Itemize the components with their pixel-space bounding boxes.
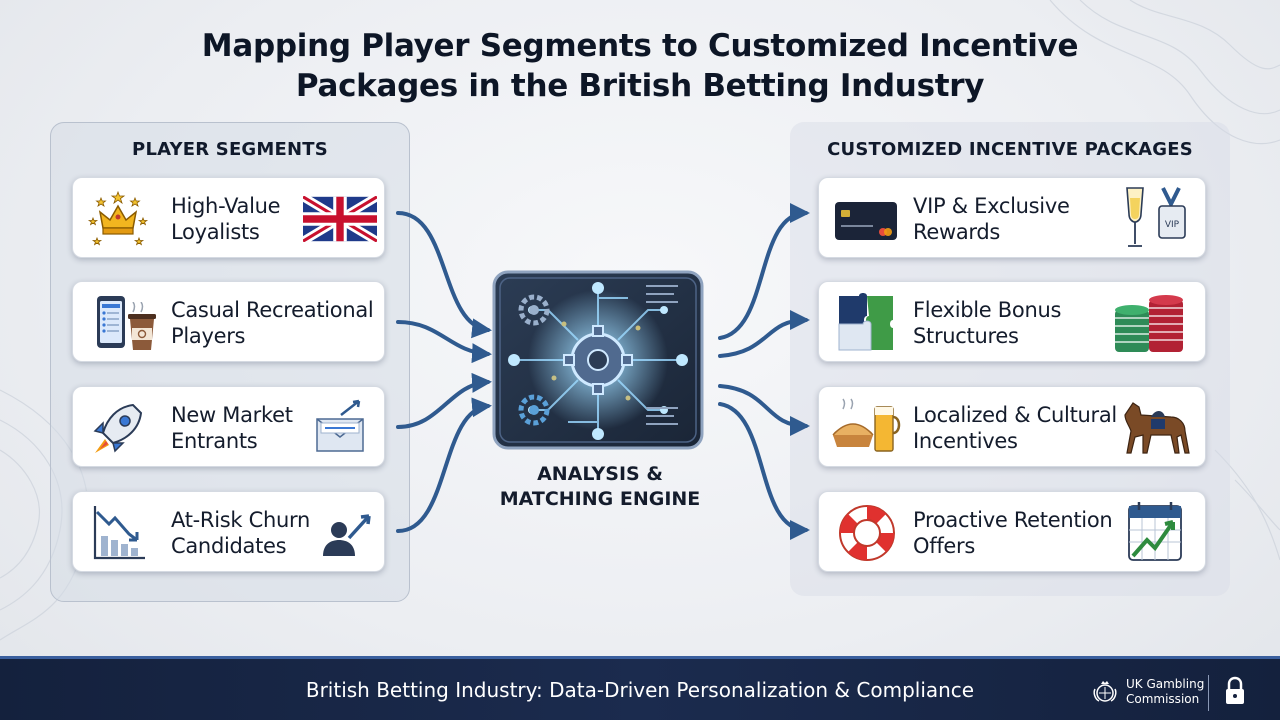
poker-chips-icon: [1115, 295, 1183, 352]
player-segments-heading: PLAYER SEGMENTS: [132, 139, 328, 160]
smartphone-app-icon: [97, 296, 125, 348]
union-jack-flag-icon: [303, 196, 377, 242]
circuit-gears-icon: [492, 270, 704, 450]
incentive-card-vip[interactable]: VIP & Exclusive Rewards VIP: [818, 177, 1206, 258]
credit-card-icon: [835, 202, 897, 240]
page-title: Mapping Player Segments to Customized In…: [0, 26, 1280, 106]
incentive-label: Flexible Bonus Structures: [913, 298, 1062, 348]
racehorse-icon: [1124, 402, 1190, 454]
incentive-card-retention[interactable]: Proactive Retention Offers: [818, 491, 1206, 572]
lock-icon: [1226, 676, 1244, 704]
segment-label: At-Risk Churn Candidates: [171, 508, 310, 558]
engine-label: ANALYSIS & MATCHING ENGINE: [499, 463, 701, 510]
pie-and-beer-icon: [832, 398, 901, 452]
life-ring-icon: [839, 505, 895, 561]
puzzle-pieces-icon: [838, 293, 893, 351]
incentive-card-localized[interactable]: Localized & Cultural Incentives: [818, 386, 1206, 467]
segment-card-high-value[interactable]: High-Value Loyalists: [72, 177, 385, 258]
segment-label: Casual Recreational Players: [171, 298, 374, 348]
incentive-label: Proactive Retention Offers: [913, 508, 1113, 558]
incentive-label: VIP & Exclusive Rewards: [913, 194, 1070, 244]
crown-stars-icon: [87, 190, 149, 246]
declining-chart-icon: [93, 506, 145, 560]
incentive-card-flexible[interactable]: Flexible Bonus Structures: [818, 281, 1206, 362]
segment-card-at-risk[interactable]: At-Risk Churn Candidates: [72, 491, 385, 572]
title-line-1: Mapping Player Segments to Customized In…: [201, 28, 1079, 64]
svg-text:VIP: VIP: [1165, 220, 1180, 230]
segment-label: New Market Entrants: [171, 403, 293, 453]
incentive-label: Localized & Cultural Incentives: [913, 403, 1117, 453]
footer-text: British Betting Industry: Data-Driven Pe…: [305, 678, 975, 702]
ukgc-name: UK Gambling Commission: [1126, 677, 1205, 706]
user-arrow-icon: [323, 514, 371, 556]
calendar-growth-icon: [1128, 502, 1182, 561]
footer-bar: British Betting Industry: Data-Driven Pe…: [0, 656, 1280, 720]
welcome-envelope-icon: [316, 399, 364, 452]
footer-separator: [1208, 675, 1209, 711]
segment-card-casual[interactable]: Casual Recreational Players: [72, 281, 385, 362]
title-line-2: Packages in the British Betting Industry: [295, 68, 985, 104]
royal-crest-icon: [1093, 681, 1117, 702]
incentive-packages-heading: CUSTOMIZED INCENTIVE PACKAGES: [827, 139, 1193, 160]
segment-card-new-entrants[interactable]: New Market Entrants: [72, 386, 385, 467]
coffee-cup-icon: [128, 302, 156, 350]
champagne-vip-badge-icon: VIP: [1126, 187, 1186, 247]
rocket-icon: [93, 403, 143, 453]
ukgc-brand[interactable]: UK Gambling Commission: [1092, 675, 1222, 711]
segment-label: High-Value Loyalists: [171, 194, 281, 244]
